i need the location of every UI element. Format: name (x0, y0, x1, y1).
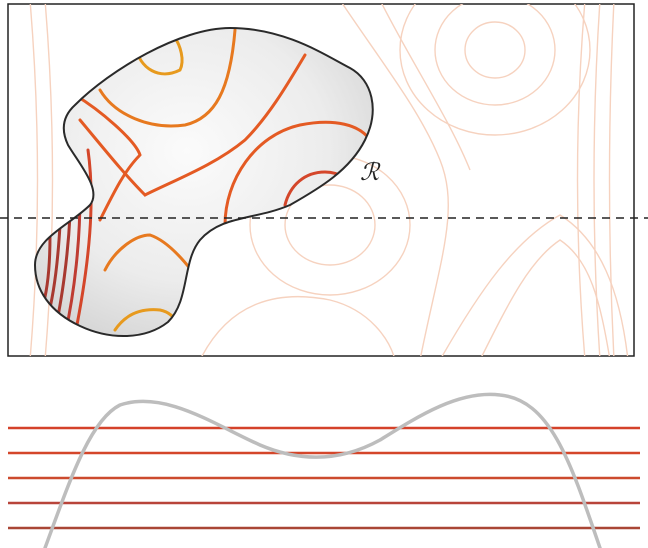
contour-x-lower (73, 93, 142, 222)
faint-contour-top-right (434, 4, 556, 106)
region-outline (33, 26, 374, 337)
region-label: ℛ (360, 158, 381, 186)
contour-x-upper (78, 53, 307, 197)
contour-upper-curve (98, 28, 237, 128)
faint-contour-top-right (464, 21, 526, 79)
faint-contour-saddle (341, 4, 449, 356)
faint-contour-top-right (399, 4, 591, 136)
region-r (35, 28, 373, 337)
faint-contour-bottom-right (481, 239, 611, 356)
faint-contour-bottom-right (441, 214, 629, 356)
background-contours (29, 4, 629, 356)
profile-curve (43, 392, 602, 548)
faint-contour-right-edge (576, 4, 586, 356)
faint-contour-left (29, 4, 39, 356)
faint-contour-center (284, 184, 376, 266)
contour-saddle-lower (103, 233, 197, 277)
faint-contour-right-edge (593, 4, 601, 356)
contour-left-fan (73, 148, 93, 337)
faint-contour-saddle (381, 4, 471, 171)
level-lines (8, 426, 640, 530)
contour-top-bowl (133, 36, 184, 76)
faint-contour-right-edge (608, 4, 615, 356)
faint-contour-left (44, 4, 54, 356)
contour-right-arc (223, 120, 372, 227)
faint-contour-bottom (201, 295, 395, 356)
